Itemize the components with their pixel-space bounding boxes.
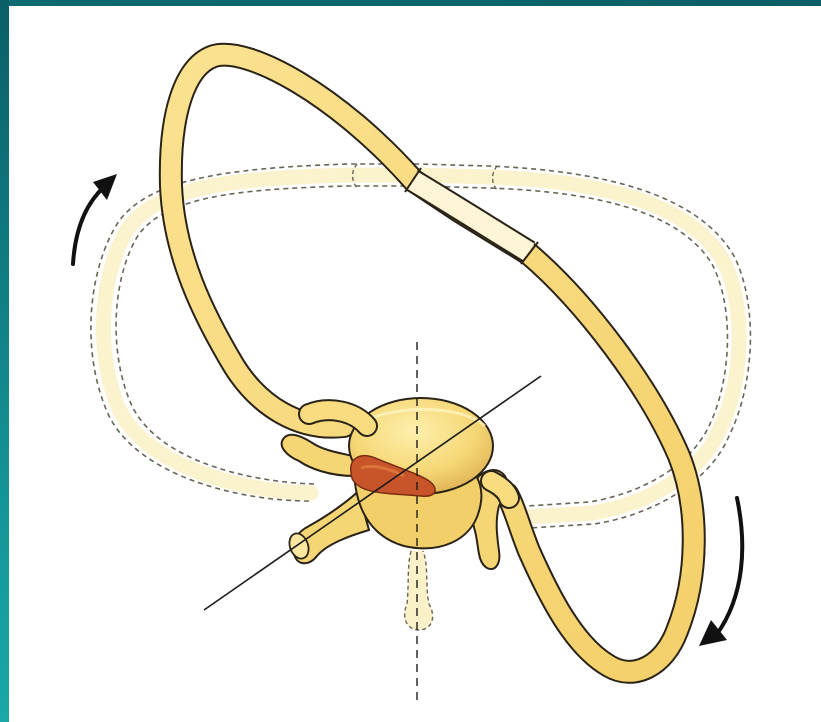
costal-cartilage-segment-fill [412,180,529,252]
rotation-arrow-icon [699,498,742,646]
rib-rotation-illustration [9,6,821,722]
anatomy-diagram [9,6,821,722]
slide-frame-left [0,0,9,722]
spinous-process-outline [405,551,433,630]
